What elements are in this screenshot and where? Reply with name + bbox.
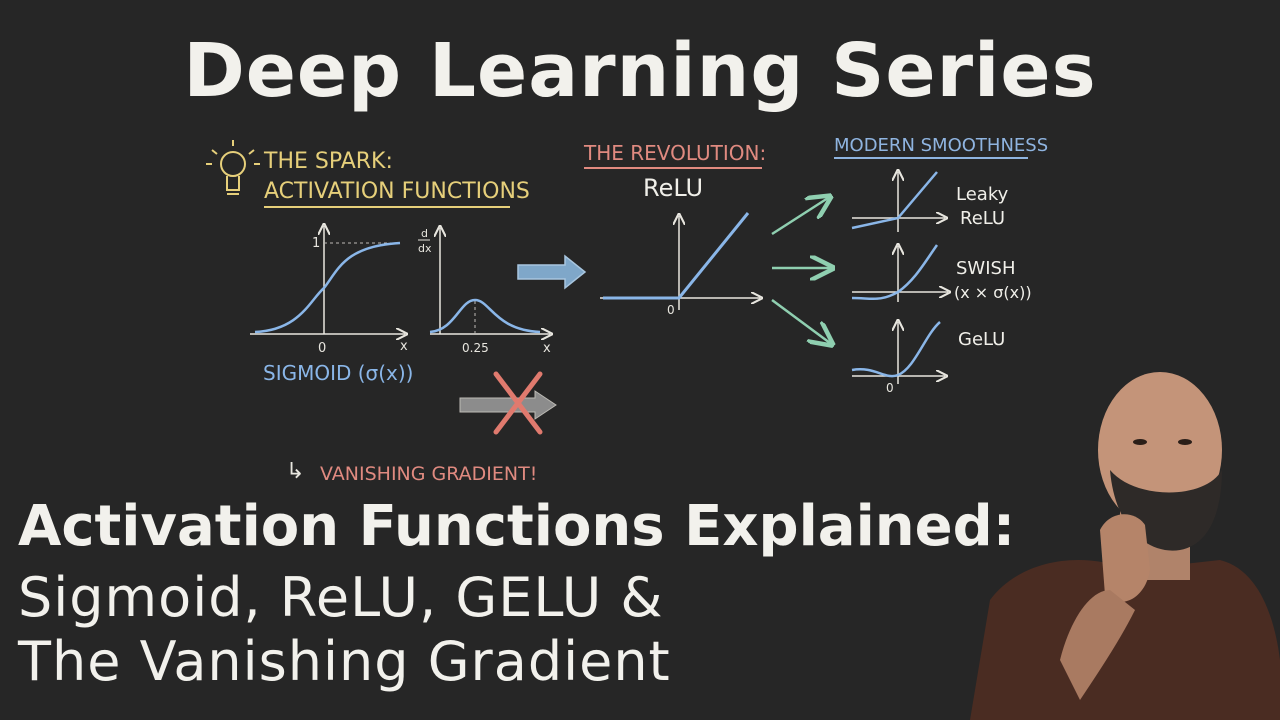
leaky-label-line1: Leaky: [956, 184, 1009, 205]
deriv-value-label: 0.25: [462, 341, 489, 355]
swish-plot: [851, 245, 948, 302]
vanishing-arrow-icon: ↳: [286, 459, 304, 484]
derivative-plot: [418, 228, 550, 334]
sigmoid-label: SIGMOID (σ(x)): [263, 361, 413, 385]
deriv-x-label: x: [543, 341, 551, 356]
lightbulb-icon: [206, 140, 260, 195]
branch-arrows: [771, 198, 830, 343]
relu-zero-label: 0: [667, 303, 675, 317]
deriv-den-label: dx: [418, 242, 432, 255]
deriv-num-label: d: [421, 227, 428, 240]
arrow-to-relu: [517, 254, 587, 290]
spark-heading-line2: ACTIVATION FUNCTIONS: [264, 179, 530, 204]
subtitle-line1: Activation Functions Explained:: [18, 494, 1016, 559]
sigmoid-plot: [250, 226, 405, 334]
gelu-zero-label: 0: [886, 381, 894, 395]
relu-plot: [600, 212, 760, 310]
vanishing-gradient-label: VANISHING GRADIENT!: [320, 463, 537, 485]
gelu-label: GeLU: [958, 329, 1005, 350]
presenter-arm: [1060, 590, 1135, 700]
presenter-shirt: [970, 560, 1280, 720]
swish-label-line1: SWISH: [956, 258, 1016, 279]
presenter-eye-left: [1133, 439, 1147, 445]
subtitle-line2: Sigmoid, ReLU, GELU &: [18, 566, 664, 629]
presenter-hand: [1100, 514, 1150, 602]
gelu-plot: [851, 322, 945, 384]
revolution-heading: THE REVOLUTION:: [583, 141, 766, 165]
blocked-gradient-arrow: [459, 390, 557, 420]
presenter-eye-right: [1178, 439, 1192, 445]
leaky-label-line2: ReLU: [960, 208, 1005, 229]
subtitle-line3: The Vanishing Gradient: [18, 630, 671, 693]
modern-heading: MODERN SMOOTHNESS: [834, 135, 1048, 156]
sigmoid-x-label: x: [400, 339, 408, 354]
leaky-relu-plot: [851, 172, 945, 232]
cross-icon: [493, 371, 543, 435]
presenter-avatar: [970, 372, 1280, 720]
main-title: Deep Learning Series: [183, 28, 1097, 114]
sigmoid-zero-label: 0: [318, 341, 326, 356]
spark-heading-line1: THE SPARK:: [263, 149, 393, 174]
sigmoid-one-label: 1: [312, 236, 320, 251]
relu-title: ReLU: [643, 174, 703, 202]
swish-label-line2: (x × σ(x)): [954, 283, 1032, 302]
